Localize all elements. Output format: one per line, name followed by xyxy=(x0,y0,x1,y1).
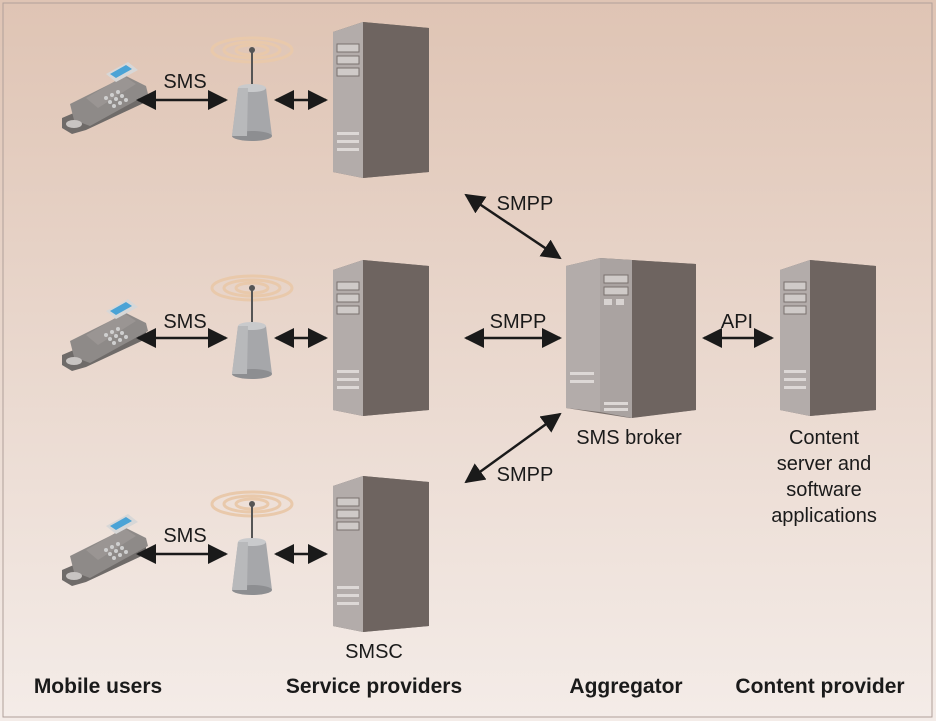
content-label-line-3: software xyxy=(786,479,862,501)
content-label-line-1: Content xyxy=(789,427,859,449)
server-tower-icon xyxy=(332,21,430,179)
column-label-service-providers: Service providers xyxy=(286,675,462,698)
server-tower-icon xyxy=(332,475,430,633)
smpp-label-middle: SMPP xyxy=(490,311,547,333)
sms-label-2: SMS xyxy=(163,311,206,333)
content-label-line-2: server and xyxy=(777,453,872,475)
column-label-aggregator: Aggregator xyxy=(569,675,682,698)
smpp-label-top: SMPP xyxy=(497,193,554,215)
column-label-content-provider: Content provider xyxy=(735,675,904,698)
column-label-mobile-users: Mobile users xyxy=(34,675,162,698)
smpp-label-bottom: SMPP xyxy=(497,464,554,486)
content-server-icon xyxy=(779,259,877,417)
sms-broker-server-icon xyxy=(566,258,696,418)
server-tower-icon xyxy=(332,259,430,417)
sms-broker-label: SMS broker xyxy=(576,427,682,449)
smpp-arrow-top xyxy=(464,193,562,260)
sms-label-3: SMS xyxy=(163,525,206,547)
content-label-line-4: applications xyxy=(771,505,877,527)
smpp-arrow-bottom xyxy=(464,412,562,484)
smsc-label: SMSC xyxy=(345,641,403,663)
sms-label-1: SMS xyxy=(163,71,206,93)
api-label: API xyxy=(721,311,753,333)
